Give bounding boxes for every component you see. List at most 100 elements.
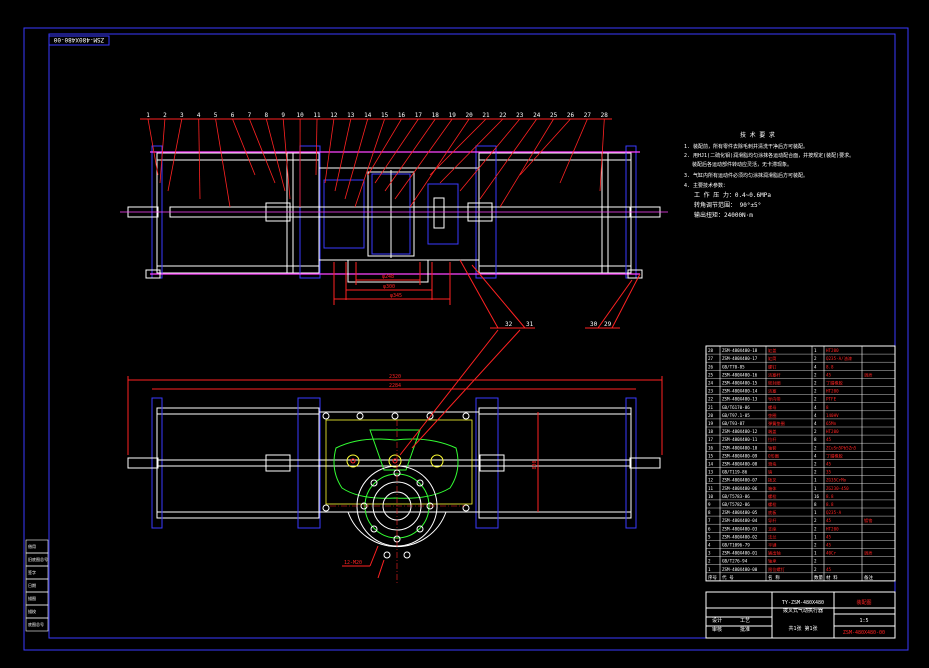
dim-bolt: 12-M20 (344, 560, 362, 566)
bom-cell: 螺钉 (768, 363, 777, 370)
bom-cell: 2 (814, 381, 817, 386)
bom-cell: GB/T1096-79 (722, 543, 750, 548)
bom-cell: 销 (768, 469, 772, 476)
leader-line (265, 118, 286, 192)
bom-cell: ZSM-480X480-14 (722, 389, 758, 394)
bom-cell: 镀铬 (864, 517, 873, 524)
bom-cell: 缸筒 (768, 355, 776, 362)
bom-header-cell: 序号 (708, 574, 717, 581)
center-housing (318, 167, 480, 261)
balloon-label: 19 (449, 112, 457, 119)
bom-cell: 2 (814, 470, 817, 475)
strip-label: 描图 (28, 595, 36, 601)
bom-cell: ZSM-480X480-12 (722, 429, 758, 434)
leader-line (499, 118, 554, 208)
strip-label: 旧底图总号 (28, 556, 48, 562)
bom-cell: HT200 (826, 389, 839, 394)
tech-param-angle: 转角调节范围： 90°±5° (694, 201, 761, 209)
bom-cell: 调质 (864, 371, 872, 378)
bom-cell: 端盖 (768, 428, 776, 435)
leader-lines-top (147, 118, 605, 208)
bom-cell: ZSM-480X480-03 (722, 526, 758, 531)
balloon-label: 10 (296, 112, 304, 119)
balloon-label: 18 (432, 112, 440, 119)
leader-line (198, 118, 201, 200)
bom-cell: 2 (814, 543, 817, 548)
bom-cell: GB/T6170-86 (722, 405, 750, 410)
front-view: 2320 2284 (127, 329, 663, 585)
bom-cell: 1 (814, 478, 817, 483)
leader-line (409, 118, 470, 208)
role-review: 审核 (712, 626, 722, 633)
bom-cell: 4 (814, 405, 817, 410)
bom-cell: 45 (826, 437, 832, 442)
bom-cell: 6 (708, 526, 711, 531)
bom-cell: 18 (708, 429, 714, 434)
yoke-outline (333, 438, 459, 499)
title-drawing-no: ZSM-480X480-00 (843, 630, 885, 636)
bom-cell: 8 (814, 502, 817, 507)
bom-cell: 20 (708, 413, 714, 418)
code-stamp-box (48, 35, 110, 46)
balloon-label: 15 (381, 112, 389, 119)
bom-header-cell: 数量 (814, 574, 823, 581)
front-left-cylinder (156, 407, 320, 519)
bom-cell: 拉杆 (768, 436, 777, 443)
bom-cell: 8.8 (826, 364, 834, 369)
bom-cell: HT200 (826, 429, 839, 434)
bom-cell: 限位螺钉 (768, 566, 786, 573)
bom-cell: 1 (814, 551, 817, 556)
bom-cell: 1 (814, 510, 817, 515)
bom-cell: 8 (826, 405, 829, 410)
bom-header-cell: 名 称 (768, 574, 780, 581)
bom-cell: 13 (708, 470, 714, 475)
tech-note-2b: 装配后各运动部件转动应灵活，无卡滞现象。 (692, 161, 792, 168)
bom-cell: O形圈 (768, 452, 779, 459)
bom-cell: 22 (708, 397, 714, 402)
dim-d3: φ345 (390, 293, 402, 299)
bom-cell: 拨叉 (768, 477, 777, 484)
bom-cell: 65Mn (826, 421, 837, 426)
balloon-label: 24 (533, 112, 541, 119)
balloon-label: 23 (516, 112, 524, 119)
tech-note-title: 技 术 要 求 (740, 131, 775, 139)
bom-cell: 25 (708, 372, 714, 377)
balloon-30: 30 (590, 321, 598, 328)
bom-cell: ZSM-480X480-06 (722, 486, 758, 491)
bom-cell: ZSM-480X480-15 (722, 381, 758, 386)
bom-cell: ZSM-480X480-17 (722, 356, 758, 361)
title-block: TY-ZSM-480X480 拨叉式气动执行器 装配图 1:5 ZSM-480X… (705, 591, 896, 639)
bom-cell: ZSM-480X480-10 (722, 445, 758, 450)
tech-note-1: 1. 装配前，所有零件去除毛刺并清洗干净后方可装配。 (684, 143, 808, 150)
bom-cell: Q235-A/油漆 (826, 355, 852, 362)
leader-line (315, 118, 318, 176)
front-housing (318, 411, 480, 513)
bom-cell: ZG230-450 (826, 486, 849, 491)
leader-line (215, 118, 231, 208)
bom-cell: 19 (708, 421, 714, 426)
bom-cell: ZCuSn5Pb5Zn5 (826, 445, 857, 450)
bom-cell: GB/T5782-86 (722, 502, 750, 507)
bom-cell: 2 (814, 372, 817, 377)
balloon-label: 9 (281, 112, 285, 119)
bom-cell: 缸盖 (768, 347, 776, 353)
bom-cell: 支座 (768, 525, 776, 532)
bom-cell: 丁腈橡胶 (826, 380, 843, 387)
bom-cell: 26 (708, 364, 714, 369)
bom-cell: 2 (814, 462, 817, 467)
bom-cell: 螺栓 (768, 493, 777, 500)
dim-len-outer: 2320 (389, 374, 401, 380)
balloon-label: 25 (550, 112, 558, 119)
leader-line (374, 118, 419, 184)
balloon-label: 13 (347, 112, 355, 119)
balloon-31: 31 (526, 321, 534, 328)
leader-line (147, 118, 159, 176)
bom-cell: 2 (708, 559, 711, 564)
bom-cell: 45 (826, 534, 832, 539)
strip-label: 底图总号 (28, 621, 44, 627)
bom-header-cell: 代 号 (722, 574, 734, 581)
bom-cell: PTFE (826, 397, 837, 402)
bom-cell: 4 (814, 453, 817, 458)
bom-cell: 2 (814, 559, 817, 564)
